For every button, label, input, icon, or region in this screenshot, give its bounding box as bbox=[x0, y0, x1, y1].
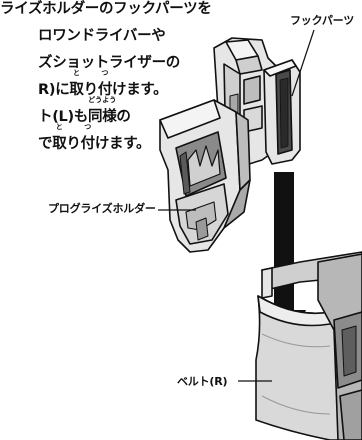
progrise-holder-label: プログライズホルダー bbox=[48, 202, 156, 215]
instruction-text: ライズホルダーのフックパーツを ロワンドライバーや ズショットライザーの R)に… bbox=[0, 0, 212, 158]
ruby-toru-2: と取 bbox=[52, 123, 67, 152]
hook-parts-label: フックパーツ bbox=[290, 14, 355, 27]
ruby-dou: どう同 bbox=[88, 96, 103, 125]
instruction-line-3: ズショットライザーの bbox=[38, 55, 180, 71]
instruction-line-2: ロワンドライバーや bbox=[38, 28, 166, 44]
instruction-line-6: でと取りつ付けます。 bbox=[38, 123, 238, 158]
ruby-toru: と取 bbox=[69, 69, 84, 98]
belt-r-illustration bbox=[255, 251, 362, 440]
instruction-line-1: ライズホルダーのフックパーツを bbox=[0, 1, 212, 17]
instruction-line-4: R)にと取りつ付けます。 bbox=[38, 69, 238, 104]
ruby-tsuku-2: つ付 bbox=[80, 123, 96, 152]
hook-parts-leader-line bbox=[291, 29, 315, 97]
instruction-line-5: ト(L)もどう同よう様の bbox=[38, 96, 238, 131]
progrise-holder-illustration bbox=[159, 37, 301, 253]
belt-r-label: ベルト(R) bbox=[177, 375, 228, 388]
ruby-you: よう様 bbox=[102, 96, 117, 125]
ruby-tsuku: つ付 bbox=[97, 69, 113, 98]
